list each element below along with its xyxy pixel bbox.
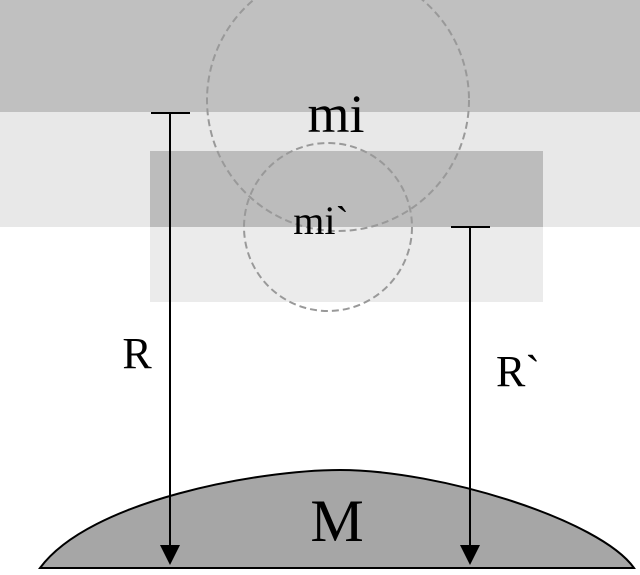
upper-dark-band: [0, 0, 640, 112]
R-prime-arrowhead: [460, 545, 480, 565]
mi-dashed-circle: [206, 0, 470, 232]
mass-M-ellipse: [38, 468, 636, 569]
label-R-prime: R`: [496, 347, 540, 396]
label-mi: mi: [307, 84, 364, 144]
mi-prime-dashed-circle: [243, 142, 413, 312]
inner-rect-light: [150, 227, 543, 302]
label-R: R: [122, 329, 152, 378]
R-arrowhead: [160, 545, 180, 565]
inner-rect-dark: [150, 151, 543, 227]
label-mi-prime: mi`: [293, 198, 349, 243]
label-M: M: [310, 488, 363, 554]
